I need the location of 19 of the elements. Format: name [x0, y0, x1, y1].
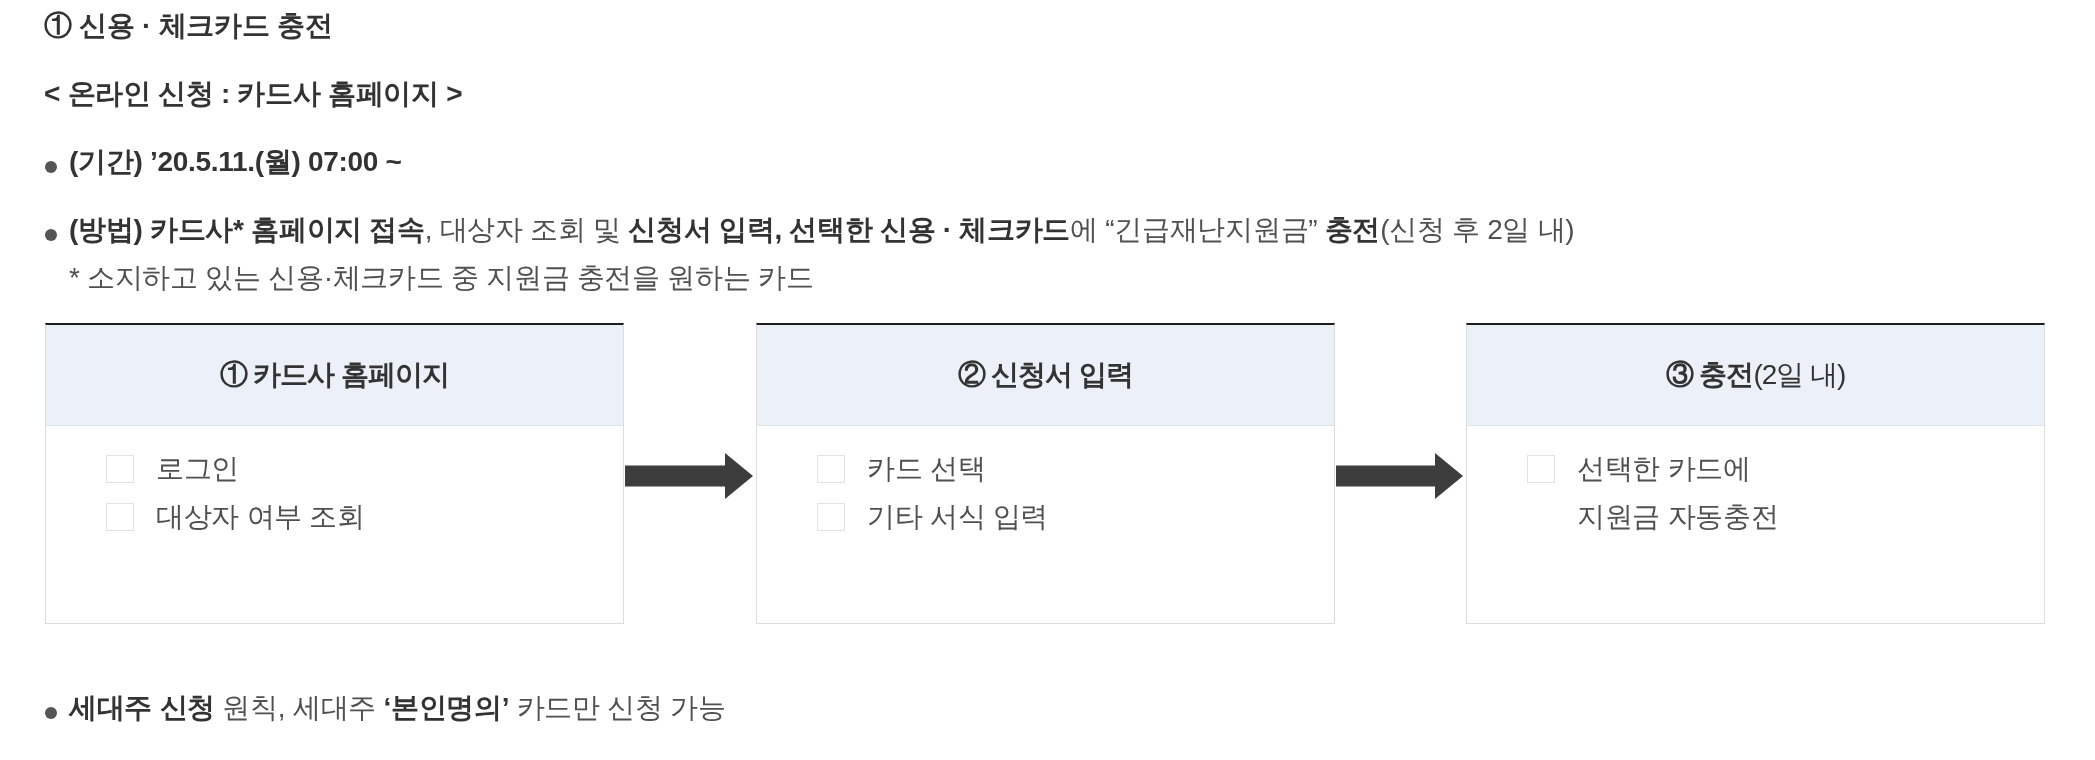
- checklist-text: 기타 서식 입력: [867, 500, 1049, 534]
- step-header: ① 카드사 홈페이지: [46, 325, 623, 426]
- step-header: ③ 충전(2일 내): [1467, 325, 2044, 426]
- step-card: [756, 323, 1335, 624]
- step-header: ② 신청서 입력: [757, 325, 1334, 426]
- subheading: < 온라인 신청 : 카드사 홈페이지 >: [44, 77, 463, 111]
- step-card: [45, 323, 624, 624]
- arrow: [625, 453, 753, 499]
- arrow: [1336, 453, 1463, 499]
- list-item-text: 세대주 신청 원칙, 세대주 ‘본인명의’ 카드만 신청 가능: [69, 691, 726, 725]
- checklist-text: 선택한 카드에 지원금 자동충전: [1577, 452, 1780, 534]
- list-item-text: (방법) 카드사* 홈페이지 접속, 대상자 조회 및 신청서 입력, 선택한 신용 · 체크카드에 “긴급재난지원금” 충전(신청 후 2일 내): [69, 213, 1575, 247]
- checklist-text: 로그인: [156, 452, 240, 486]
- list-item-text: (기간) ’20.5.11.(월) 07:00 ~: [69, 145, 402, 179]
- footnote-text: * 소지하고 있는 신용·체크카드 중 지원금 충전을 원하는 카드: [69, 261, 814, 295]
- checklist-text: 카드 선택: [867, 452, 986, 486]
- heading: ① 신용 · 체크카드 충전: [44, 9, 333, 43]
- checklist-text: 대상자 여부 조회: [156, 500, 365, 534]
- step-card: [1466, 323, 2045, 624]
